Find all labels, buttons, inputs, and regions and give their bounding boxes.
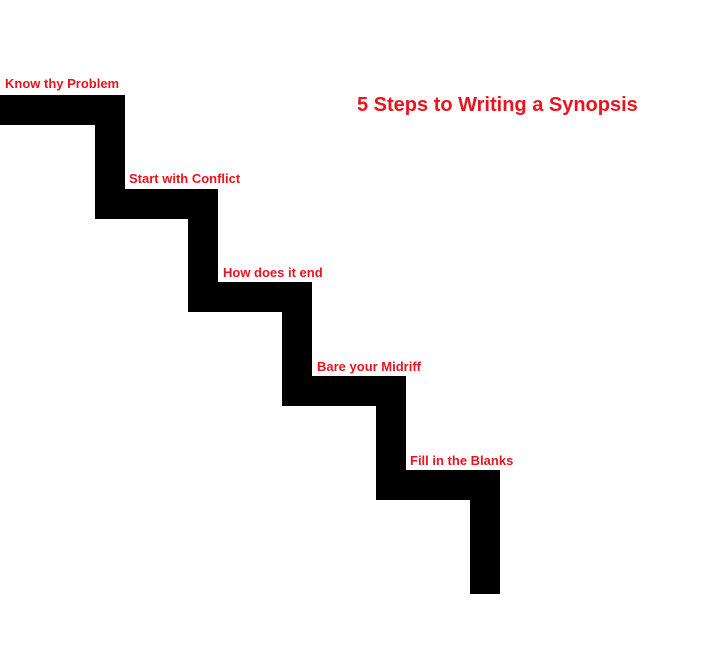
step-label-bare-your-midriff: Bare your Midriff xyxy=(317,359,422,374)
diagram-title: 5 Steps to Writing a Synopsis xyxy=(357,94,638,116)
step-label-know-thy-problem: Know thy Problem xyxy=(5,76,120,91)
step-label-start-with-conflict: Start with Conflict xyxy=(129,171,241,186)
step-label-how-does-it-end: How does it end xyxy=(223,265,323,280)
step-label-fill-in-the-blanks: Fill in the Blanks xyxy=(410,453,514,468)
staircase-line xyxy=(0,95,500,594)
